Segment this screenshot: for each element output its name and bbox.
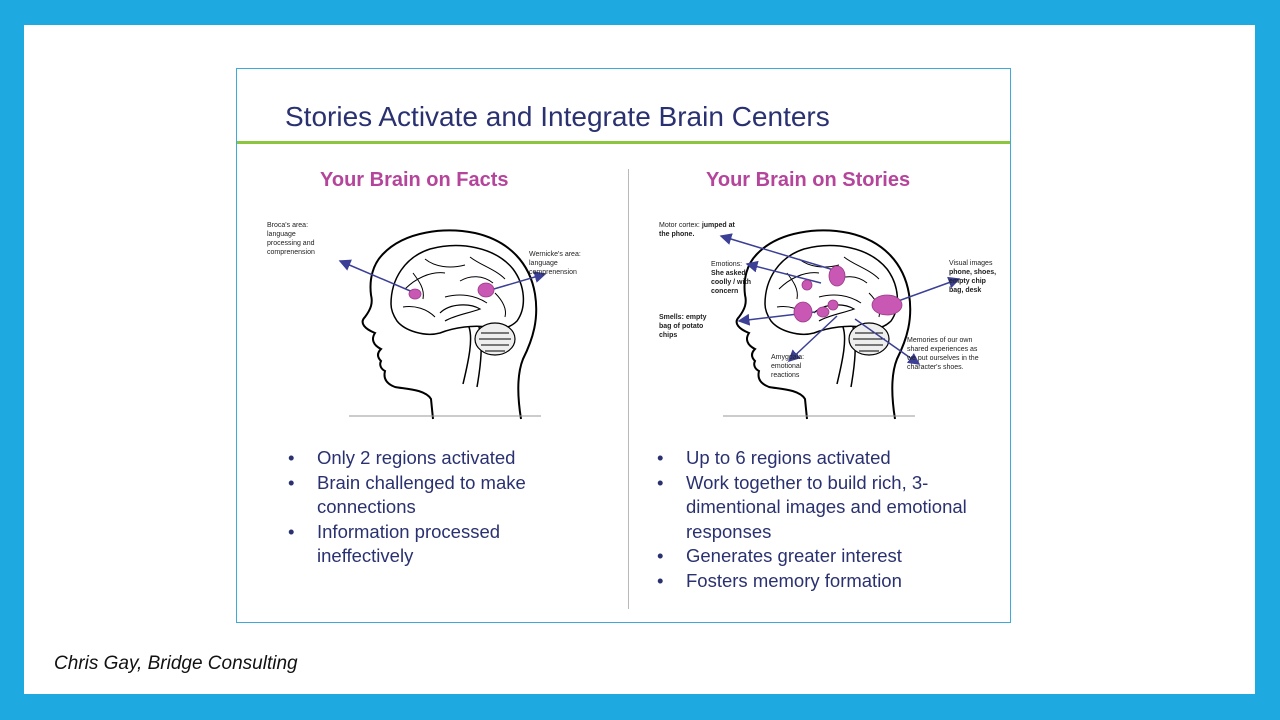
motor-cortex-region: [828, 265, 846, 287]
cerebellum: [848, 322, 890, 356]
motor-label-2: the phone.: [659, 231, 694, 238]
credit-caption: Chris Gay, Bridge Consulting: [54, 653, 298, 674]
smells-label-3: chips: [659, 332, 677, 339]
visual-label-2: phone, shoes,: [949, 269, 996, 276]
head-outline: [735, 229, 912, 420]
head-outline: [361, 229, 538, 420]
emotions-label-1: Emotions:: [711, 261, 742, 268]
visual-label-1: Visual images: [949, 260, 993, 267]
amygdala-label-3: reactions: [771, 372, 800, 379]
memories-label-2: shared experiences as: [907, 346, 978, 353]
brain-facts-illustration: Broca's area: language processing and co…: [267, 222, 581, 420]
memories-label-4: character's shoes.: [907, 364, 964, 371]
figure-title: Stories Activate and Integrate Brain Cen…: [285, 101, 830, 132]
list-item: Information processed ineffectively: [288, 520, 578, 569]
list-item: Fosters memory formation: [657, 569, 977, 594]
emotions-label-2: She asked: [711, 270, 746, 277]
title-underline: [237, 141, 1010, 144]
smells-label-1: Smells: empty: [659, 314, 707, 321]
facts-bullet-list: Only 2 regions activated Brain challenge…: [288, 446, 578, 569]
wernicke-label-3: comprenension: [529, 269, 577, 276]
stories-heading: Your Brain on Stories: [706, 169, 911, 191]
wernicke-region: [477, 282, 495, 298]
activated-regions: [408, 282, 495, 300]
cerebellum: [474, 322, 516, 356]
visual-label-3: empty chip: [949, 278, 986, 285]
broca-label-4: comprenension: [267, 249, 315, 256]
smell-region: [793, 301, 813, 323]
wernicke-label-2: language: [529, 260, 558, 267]
brain-drawing: [390, 244, 525, 388]
amygdala-label-1: Amygdala:: [771, 354, 804, 361]
wernicke-label-1: Wernicke's area:: [529, 251, 581, 258]
memories-label-3: we put ourselves in the: [906, 355, 979, 362]
list-item: Only 2 regions activated: [288, 446, 578, 471]
memory-region: [827, 299, 839, 311]
list-item: Work together to build rich, 3-dimention…: [657, 471, 977, 545]
visual-label-4: bag, desk: [949, 287, 981, 294]
visual-region: [871, 294, 903, 316]
motor-label-1: Motor cortex: jumped at: [659, 222, 736, 229]
broca-label-3: processing and: [267, 240, 315, 247]
emotions-label-3: coolly / with: [711, 279, 751, 286]
arrows: [338, 259, 547, 294]
emotions-label-4: concern: [711, 288, 738, 295]
stories-bullet-list: Up to 6 regions activated Work together …: [657, 446, 977, 593]
column-divider: [628, 169, 629, 609]
facts-heading: Your Brain on Facts: [320, 169, 509, 191]
emotions-region: [801, 279, 813, 291]
broca-region: [408, 288, 422, 300]
brain-stories-illustration: Motor cortex: jumped at the phone. Emoti…: [659, 222, 996, 420]
memories-label-1: Memories of our own: [907, 337, 972, 344]
amygdala-label-2: emotional: [771, 363, 802, 370]
brain-comparison-figure: Stories Activate and Integrate Brain Cen…: [236, 68, 1011, 623]
broca-label-2: language: [267, 231, 296, 238]
broca-label-1: Broca's area:: [267, 222, 308, 229]
list-item: Brain challenged to make connections: [288, 471, 578, 520]
activated-regions: [793, 265, 903, 323]
list-item: Up to 6 regions activated: [657, 446, 977, 471]
list-item: Generates greater interest: [657, 544, 977, 569]
amygdala-region: [816, 306, 830, 318]
smells-label-2: bag of potato: [659, 323, 703, 330]
slide: Stories Activate and Integrate Brain Cen…: [24, 25, 1255, 694]
